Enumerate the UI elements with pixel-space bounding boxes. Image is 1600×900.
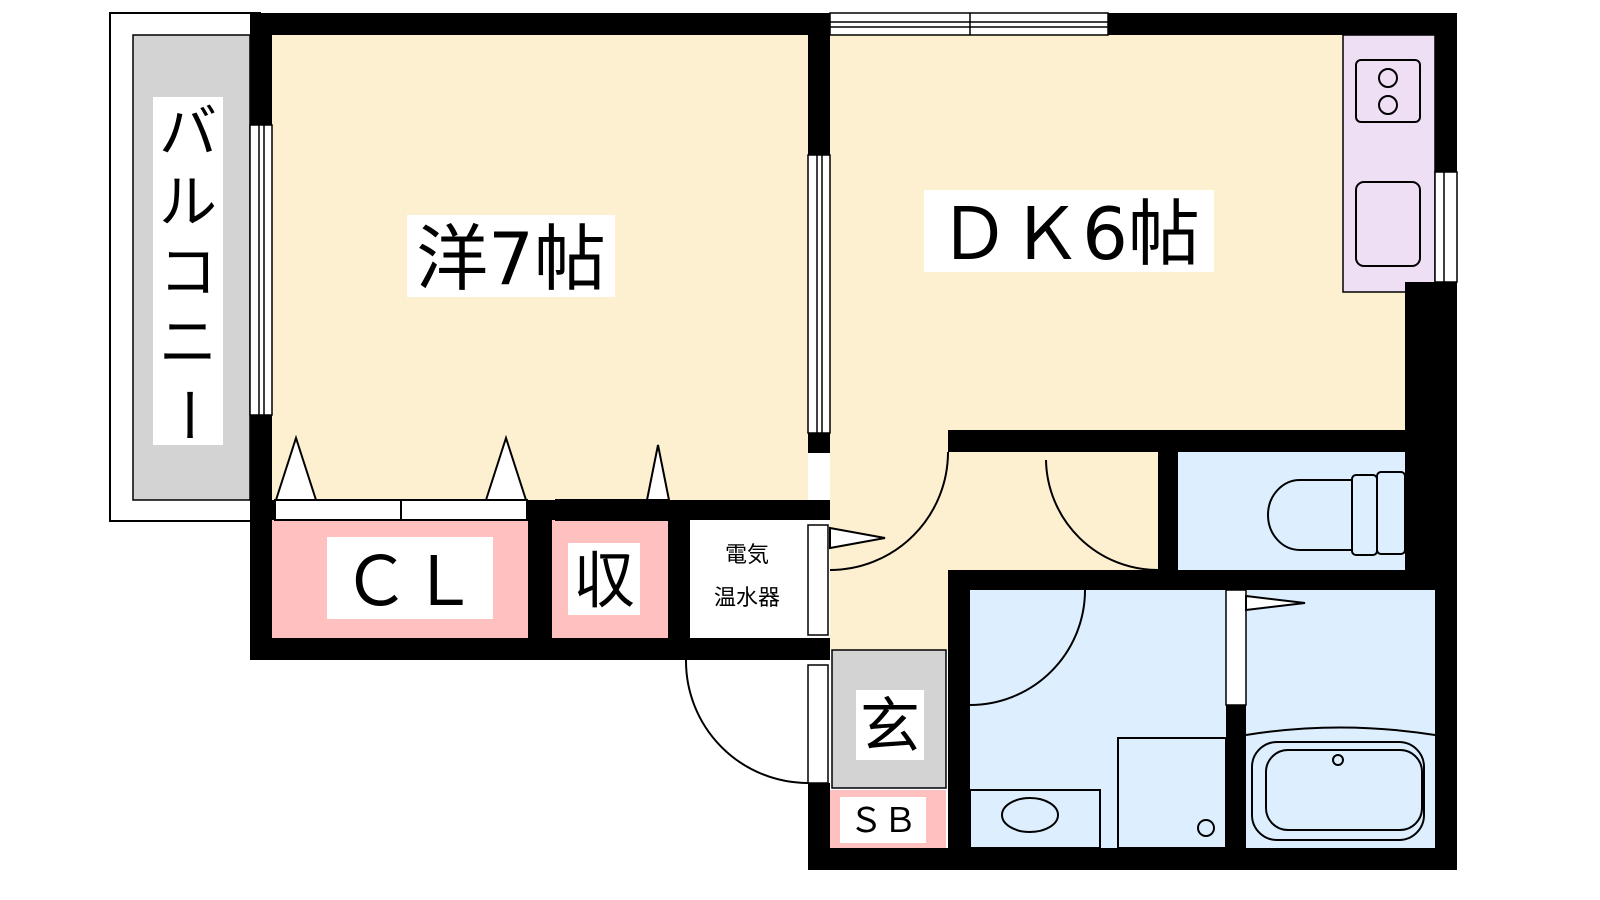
balcony-char: ニ (159, 308, 217, 376)
shoe-box-label: ＳＢ (849, 801, 917, 841)
water-heater-label-line2: 温水器 (714, 586, 780, 611)
western-label-bg (407, 215, 615, 297)
entrance-label-bg (856, 690, 924, 760)
storage-label-bg (568, 543, 640, 615)
balcony-char: コ (159, 238, 217, 306)
walls (250, 13, 1457, 870)
dk-room-label: ＤＫ6帖 (938, 192, 1200, 276)
hallway-upper (948, 452, 1178, 570)
washstand-icon (969, 737, 1227, 849)
balcony-label: バ ル コ ニ ー (154, 98, 222, 444)
balcony-char: ル (159, 168, 217, 236)
bathroom (970, 590, 1435, 848)
balcony-char: ー (154, 386, 222, 444)
dk-label-bg (924, 190, 1214, 272)
balcony-char: バ (159, 98, 217, 166)
burner-icon (1378, 68, 1398, 88)
windows (249, 12, 1458, 784)
shoe-box-label-bg (840, 797, 926, 843)
water-heater-label-line1: 電気 (725, 543, 769, 568)
toilet-icon (1267, 471, 1406, 556)
water-heater (690, 520, 808, 638)
balcony-label-bg (153, 97, 223, 445)
closet-label: ＣＬ (342, 543, 478, 622)
closet-label-bg (327, 537, 493, 619)
entrance-label: 玄 (860, 692, 920, 762)
burner-icon (1378, 95, 1398, 115)
storage-label: 収 (573, 544, 635, 617)
sink-icon (1355, 181, 1421, 267)
door-swings (684, 451, 1306, 784)
western-room-label: 洋7帖 (416, 217, 606, 301)
stove-icon (1355, 59, 1421, 123)
bathtub-icon (1245, 726, 1436, 841)
